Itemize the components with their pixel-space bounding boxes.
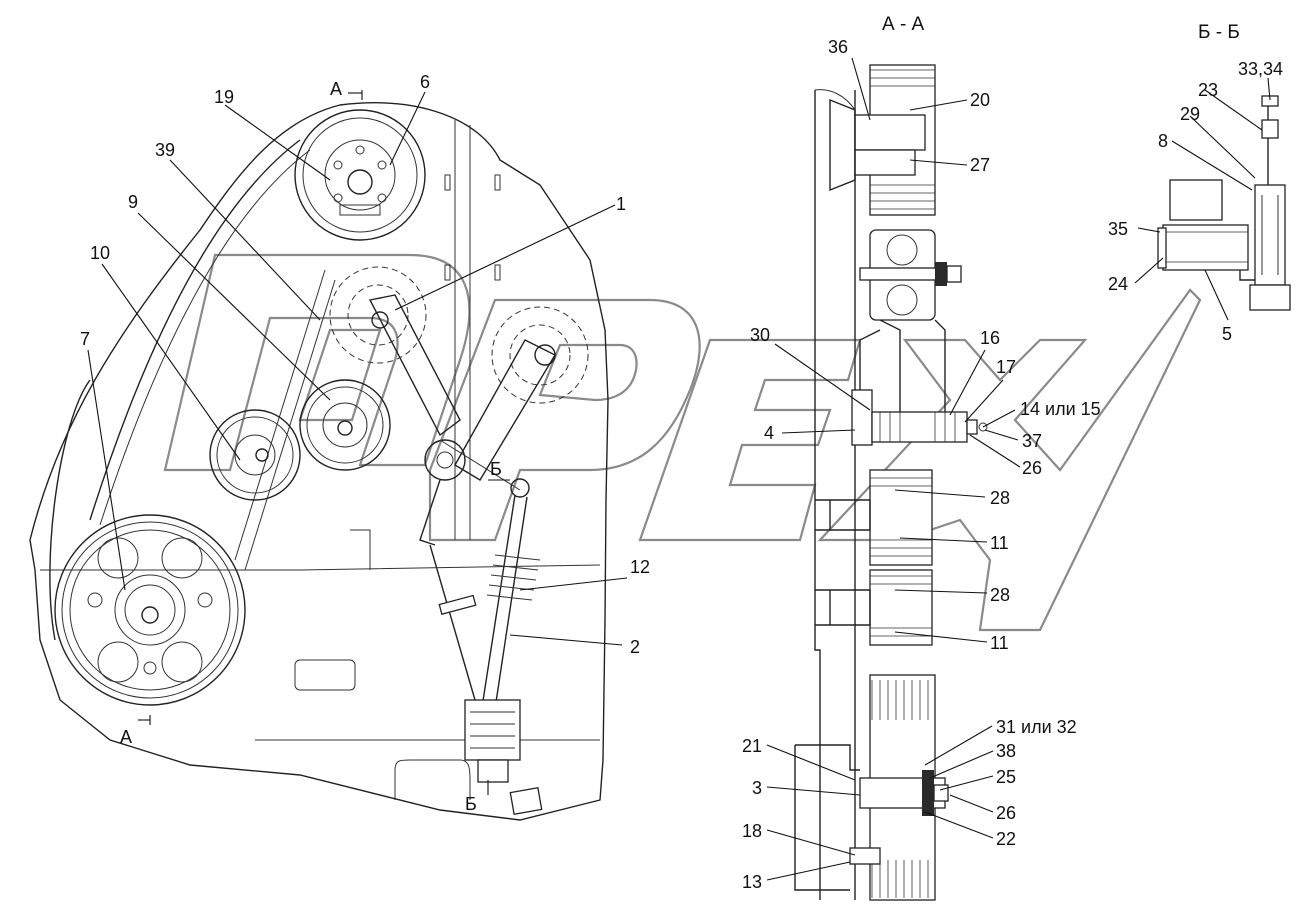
callout-27: 27 — [970, 155, 990, 175]
callout-11-lower: 11 — [990, 633, 1009, 653]
callout-25: 25 — [996, 767, 1016, 787]
section-mark-b-top: Б — [490, 459, 502, 479]
section-mark-b-bottom: Б — [465, 794, 477, 814]
section-b-b — [1157, 95, 1291, 311]
callout-39: 39 — [155, 140, 175, 160]
callout-20: 20 — [970, 90, 990, 110]
main-view — [29, 90, 609, 821]
section-mark-a-bottom: А — [120, 727, 132, 747]
callout-17: 17 — [996, 357, 1016, 377]
callout-28-lower: 28 — [990, 585, 1010, 605]
callout-31-or-32: 31 или 32 — [996, 717, 1077, 737]
callout-29: 29 — [1180, 104, 1200, 124]
callout-1: 1 — [616, 194, 626, 214]
callout-9: 9 — [128, 192, 138, 212]
callout-10: 10 — [90, 243, 110, 263]
leader-lines — [87, 57, 1271, 881]
callout-26-lower: 26 — [996, 803, 1016, 823]
callout-36: 36 — [828, 37, 848, 57]
callout-11-upper: 11 — [990, 533, 1009, 553]
callout-3: 3 — [752, 778, 762, 798]
callout-38: 38 — [996, 741, 1016, 761]
callout-7: 7 — [80, 329, 90, 349]
callout-18: 18 — [742, 821, 762, 841]
callout-14-or-15: 14 или 15 — [1020, 399, 1101, 419]
callout-37: 37 — [1022, 431, 1042, 451]
callout-30: 30 — [750, 325, 770, 345]
section-a-a — [794, 64, 988, 901]
callout-19: 19 — [214, 87, 234, 107]
callout-28-upper: 28 — [990, 488, 1010, 508]
callout-2: 2 — [630, 637, 640, 657]
callout-12: 12 — [630, 557, 650, 577]
callout-35: 35 — [1108, 219, 1128, 239]
callout-13: 13 — [742, 872, 762, 892]
labels: А - А Б - Б А А Б Б 19 6 39 9 10 7 1 12 … — [80, 14, 1283, 892]
callout-21: 21 — [742, 736, 762, 756]
callout-22: 22 — [996, 829, 1016, 849]
callout-24: 24 — [1108, 274, 1128, 294]
callout-8: 8 — [1158, 131, 1168, 151]
callout-4: 4 — [764, 423, 774, 443]
section-mark-a-top: А — [330, 79, 342, 99]
callout-33-34: 33,34 — [1238, 59, 1283, 79]
callout-23: 23 — [1198, 80, 1218, 100]
callout-26-upper: 26 — [1022, 458, 1042, 478]
watermark-logo — [163, 253, 1202, 632]
callout-5: 5 — [1222, 324, 1232, 344]
section-bb-title: Б - Б — [1198, 22, 1240, 43]
callout-6: 6 — [420, 72, 430, 92]
callout-16: 16 — [980, 328, 1000, 348]
section-aa-title: А - А — [882, 14, 925, 35]
